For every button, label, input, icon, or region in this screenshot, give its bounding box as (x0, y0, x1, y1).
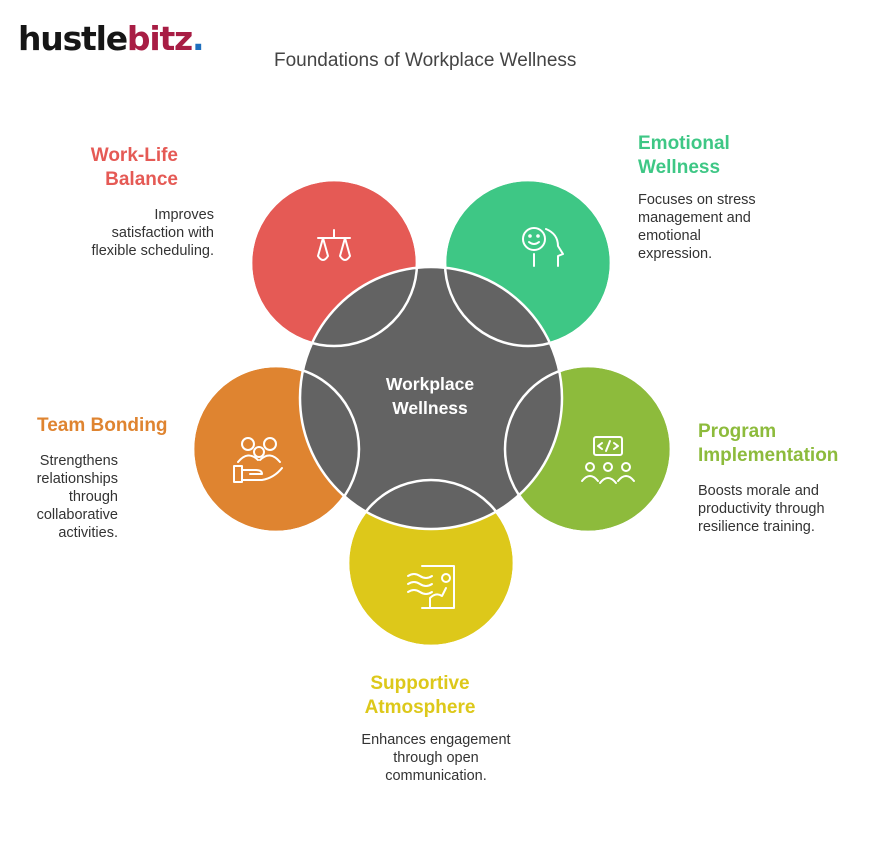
center-circle (298, 265, 564, 531)
people-in-hand-icon (233, 437, 283, 483)
brand-logo: hustlebitz. (18, 19, 205, 58)
brand-part-1: hustle (18, 19, 128, 58)
supportive-heading: Supportive Atmosphere (364, 673, 476, 718)
emotional-description: Focuses on stress management and emotion… (638, 192, 756, 262)
brand-part-2: bitz (126, 19, 193, 58)
work-life-heading: Work-Life Balance (90, 145, 178, 190)
team-description: Strengthens relationships through collab… (36, 453, 118, 541)
brand-dot: . (192, 19, 205, 58)
team-code-screen-icon (581, 436, 635, 484)
program-heading: Program Implementation (698, 421, 839, 466)
diagram-title: Foundations of Workplace Wellness (274, 50, 577, 71)
supportive-description: Enhances engagement through open communi… (361, 732, 511, 784)
smiling-head-icon (522, 227, 564, 267)
emotional-heading: Emotional Wellness (638, 133, 730, 178)
warm-document-icon (407, 565, 455, 609)
program-description: Boosts morale and productivity through r… (698, 483, 825, 535)
team-heading: Team Bonding (37, 415, 168, 436)
overlap-outlines (191, 178, 673, 648)
work-life-description: Improves satisfaction with flexible sche… (91, 207, 214, 259)
balance-scale-icon (317, 229, 351, 261)
center-label: Workplace Wellness (385, 374, 475, 418)
